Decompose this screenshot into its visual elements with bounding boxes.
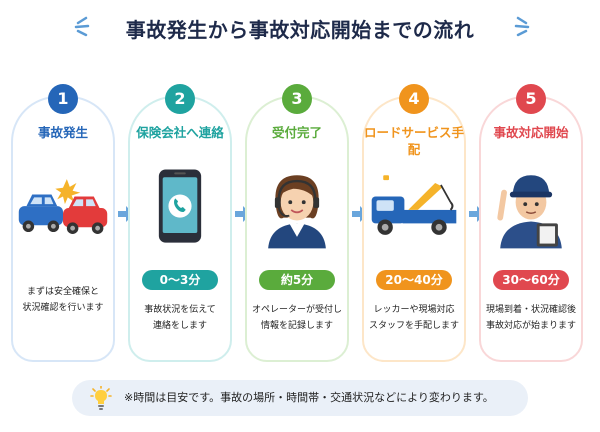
sparkle-right-icon: [514, 16, 530, 37]
smartphone-call-icon: [158, 169, 202, 243]
responder-icon: [497, 175, 562, 249]
step-number-badge: 2: [165, 84, 195, 114]
step-title: 事故対応開始: [493, 125, 569, 140]
step-number-badge: 4: [399, 84, 429, 114]
lightbulb-icon: [90, 386, 112, 410]
step-card-5: 5 事故対応開始 30〜60分 現場到着・状況確認後 事故対応が始まります: [479, 84, 583, 362]
step-card-2: 2 保険会社へ連絡 0〜3分 事故状況を伝えて 連絡をします: [128, 84, 232, 362]
time-badge: 約5分: [259, 270, 335, 290]
step-number-badge: 5: [516, 84, 546, 114]
step-title: 事故発生: [37, 125, 88, 140]
step-description: 事故状況を伝えて 連絡をします: [144, 305, 216, 331]
tow-truck-icon: [371, 175, 457, 235]
time-badge: 30〜60分: [493, 270, 569, 290]
sparkle-left-icon: [74, 16, 90, 37]
step-title: ロードサービス手配: [364, 125, 465, 157]
car-crash-icon: [18, 179, 108, 234]
step-title: 保険会社へ連絡: [136, 125, 224, 140]
step-number-badge: 1: [48, 84, 78, 114]
operator-icon: [268, 175, 326, 249]
note-text: ※時間は目安です。事故の場所・時間帯・交通状況などにより変わります。: [124, 391, 494, 404]
step-card-4: 4 ロードサービス手配 20〜40分 レッカーや現場対応 スタッフを手配します: [362, 84, 466, 362]
step-description: まずは安全確保と 状況確認を行います: [22, 287, 104, 313]
step-description: オペレーターが受付し 情報を記録します: [251, 305, 342, 331]
step-description: レッカーや現場対応 スタッフを手配します: [368, 305, 459, 331]
step-number-badge: 3: [282, 84, 312, 114]
step-description: 現場到着・状況確認後 事故対応が始まります: [485, 305, 576, 331]
step-card-1: 1 事故発生 まずは安全確保と 状況確認を行います: [11, 84, 115, 362]
time-badge: 20〜40分: [376, 270, 452, 290]
step-card-3: 3 受付完了 約5分 オペレーターが受付し 情報を記録します: [245, 84, 349, 362]
step-title: 受付完了: [271, 125, 322, 140]
page-title: 事故発生から事故対応開始までの流れ: [125, 18, 475, 42]
time-badge: 0〜3分: [142, 270, 218, 290]
note-box: ※時間は目安です。事故の場所・時間帯・交通状況などにより変わります。: [72, 380, 528, 416]
